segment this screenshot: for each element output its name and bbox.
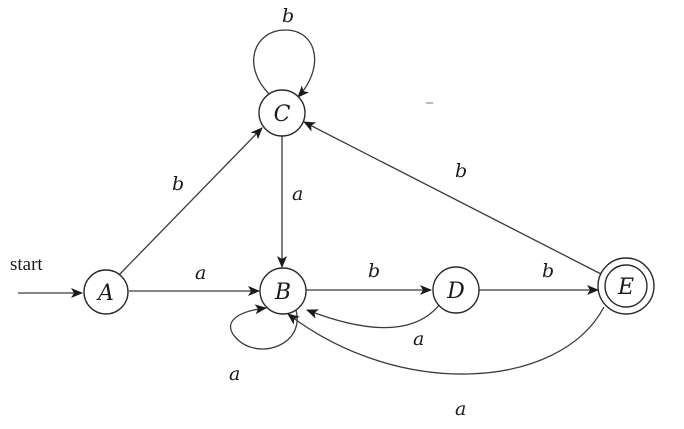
state-D: D	[432, 266, 480, 314]
state-label: E	[617, 275, 634, 300]
transition-B-B	[229, 304, 298, 350]
transition-label-E-B: a	[455, 398, 466, 420]
transition-label-E-C: b	[455, 160, 467, 182]
transition-C-C	[253, 29, 316, 98]
start-label: start	[10, 254, 43, 275]
transition-label-D-E: b	[542, 260, 554, 282]
state-B: B	[259, 267, 307, 315]
transition-E-B	[287, 306, 605, 375]
state-label: C	[274, 102, 291, 127]
state-circle	[83, 269, 129, 315]
transition-label-A-C: b	[172, 173, 184, 195]
state-C: C	[258, 89, 306, 137]
transition-label-B-D: b	[368, 260, 380, 282]
state-circle	[432, 266, 480, 314]
state-label: B	[274, 280, 291, 305]
state-E: E	[597, 257, 655, 315]
transition-A-C	[117, 127, 263, 277]
transition-label-A-B: a	[195, 262, 206, 284]
accepting-inner-circle	[604, 264, 648, 308]
transition-E-C	[303, 121, 602, 275]
transition-label-D-B: a	[413, 328, 424, 350]
transition-D-B	[306, 303, 441, 329]
transition-label-C-B: a	[292, 183, 303, 205]
state-A: A	[83, 269, 129, 315]
state-label: A	[96, 281, 114, 306]
state-circle	[259, 267, 307, 315]
state-label: D	[446, 279, 465, 304]
transition-label-B-B: a	[229, 363, 240, 385]
transition-label-C-C: b	[282, 5, 294, 27]
state-circle	[258, 89, 306, 137]
state-outer-circle	[597, 257, 655, 315]
